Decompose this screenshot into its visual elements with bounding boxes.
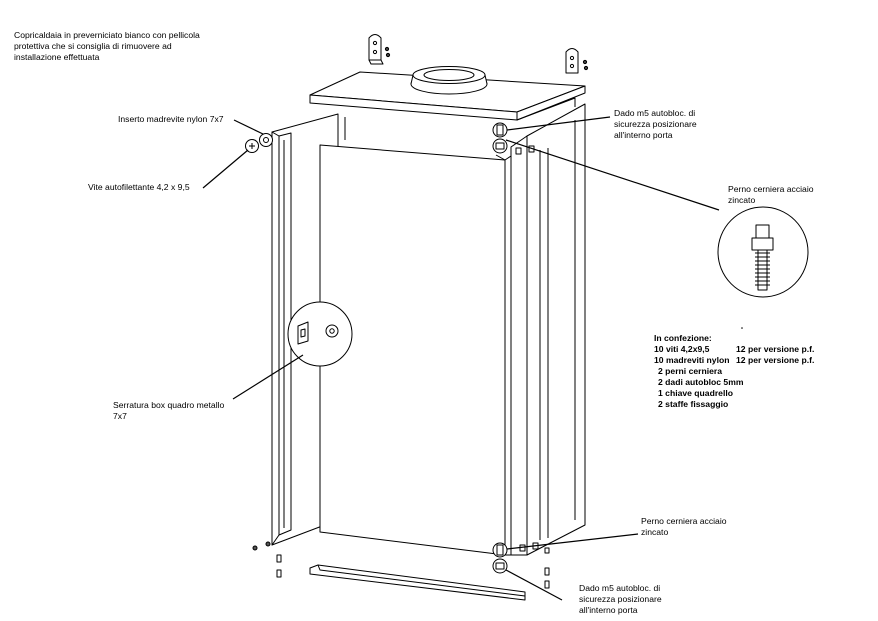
- lock-detail-icon: [287, 301, 353, 367]
- hinge-pin-bottom-icon: [492, 542, 508, 558]
- kit-item-1: 10 madreviti nylon: [654, 355, 730, 365]
- leader-lines: [202, 116, 720, 601]
- hinge-pin-detail-icon: [717, 206, 809, 298]
- front-door-panel: [319, 144, 512, 556]
- hinge-pin-bottom-label: Perno cerniera acciaio zincato: [641, 516, 727, 538]
- right-side-panel: [510, 103, 586, 556]
- top-lid: [309, 66, 586, 121]
- nylon-insert-label: Inserto madrevite nylon 7x7: [118, 114, 224, 124]
- self-tapping-screw-icon: [245, 139, 259, 153]
- kit-item-0-note: 12 per versione p.f.: [736, 344, 815, 354]
- top-note-label: Copricaldaia in preverniciato bianco con…: [14, 30, 200, 63]
- nylon-insert-icon: [259, 133, 273, 147]
- hinge-pin-top-icon: [492, 122, 508, 138]
- kit-item-4: 1 chiave quadrello: [658, 388, 733, 398]
- lock-nut-bottom-label: Dado m5 autobloc. di sicurezza posiziona…: [579, 583, 662, 616]
- bottom-rail: [309, 564, 526, 601]
- kit-item-0: 10 viti 4,2x9,5: [654, 344, 710, 354]
- screw-label: Vite autofilettante 4,2 x 9,5: [88, 182, 190, 192]
- lock-label: Serratura box quadro metallo 7x7: [113, 400, 225, 422]
- kit-item-2: 2 perni cerniera: [658, 366, 723, 376]
- kit-item-1-note: 12 per versione p.f.: [736, 355, 815, 365]
- wall-bracket-left: [368, 34, 391, 65]
- lock-nut-top-icon: [492, 138, 508, 154]
- wall-bracket-right: [565, 48, 589, 74]
- kit-item-3: 2 dadi autobloc 5mm: [658, 377, 744, 387]
- lock-nut-top-label: Dado m5 autobloc. di sicurezza posiziona…: [614, 108, 697, 141]
- kit-title: In confezione:: [654, 333, 712, 343]
- kit-item-5: 2 staffe fissaggio: [658, 399, 729, 409]
- lock-nut-bottom-icon: [492, 558, 508, 574]
- hinge-pin-top-label: Perno cerniera acciaio zincato: [728, 184, 814, 206]
